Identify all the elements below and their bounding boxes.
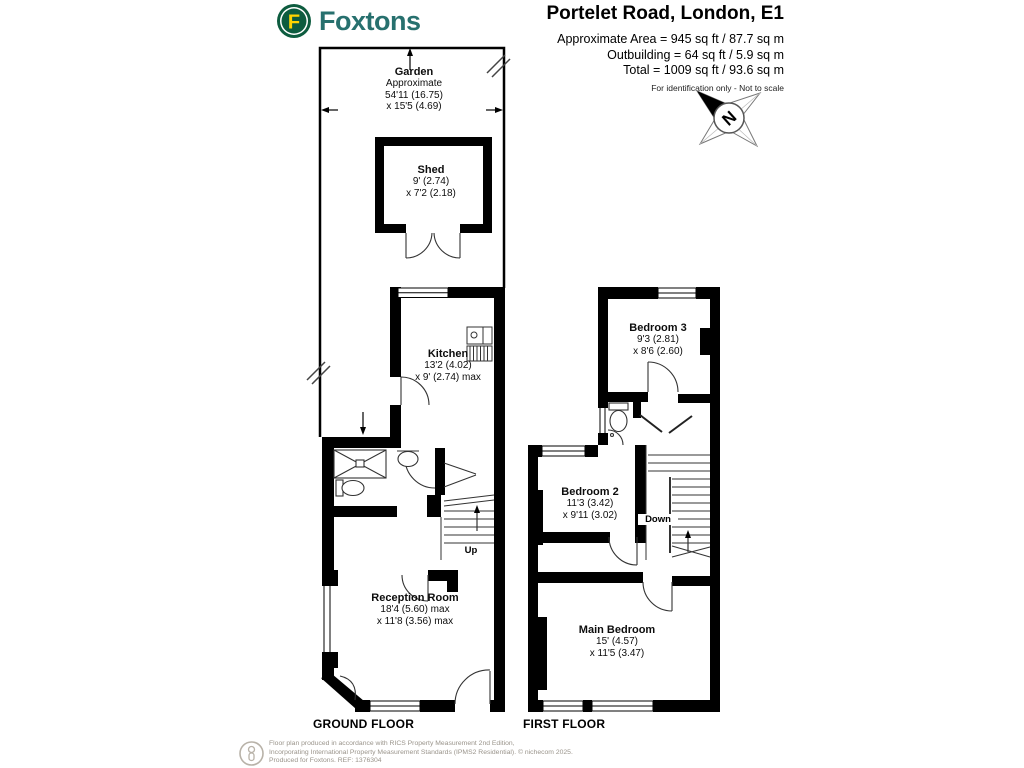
room-label-reception: Reception Room 18'4 (5.60) max x 11'8 (3…	[371, 592, 459, 627]
first-floor-label: FIRST FLOOR	[523, 717, 606, 731]
window-icon	[541, 287, 697, 712]
room-label-kitchen: Kitchen 13'2 (4.02) x 9' (2.74) max	[415, 348, 481, 383]
angled-door	[639, 414, 693, 434]
room-label-shed: Shed 9' (2.74) x 7'2 (2.18)	[406, 164, 456, 199]
shed-walls	[375, 137, 492, 233]
window-icon	[323, 586, 331, 652]
shower-icon	[333, 449, 387, 479]
footer-line2: Incorporating International Property Mea…	[269, 748, 573, 756]
brand-name: Foxtons	[319, 5, 421, 36]
toilet-icon	[608, 402, 629, 433]
window-icon	[397, 287, 449, 298]
stairs-down-label: Down	[638, 514, 678, 525]
room-label-bedroom3: Bedroom 3 9'3 (2.81) x 8'6 (2.60)	[629, 322, 687, 357]
stairs-up-label: Up	[458, 545, 484, 556]
footer-line3: Produced for Foxtons. REF: 1376304	[269, 757, 382, 765]
door-arc	[339, 457, 491, 705]
logo-letter: F	[288, 12, 300, 34]
footer-text: Floor plan produced in accordance with R…	[269, 740, 573, 766]
corner-sink-icon	[607, 429, 624, 446]
footer: Floor plan produced in accordance with R…	[238, 740, 573, 767]
foxtons-logo: F Foxtons	[276, 3, 421, 39]
toilet-icon	[335, 479, 365, 497]
window-icon	[369, 700, 421, 712]
area-approximate: Approximate Area = 945 sq ft / 87.7 sq m	[557, 32, 784, 46]
break-mark-icon	[306, 361, 331, 385]
ground-floor-label: GROUND FLOOR	[313, 717, 415, 731]
room-label-bedroom2: Bedroom 2 11'3 (3.42) x 9'11 (3.02)	[561, 486, 619, 521]
stairs-up-arrow-icon	[474, 505, 480, 513]
property-title: Portelet Road, London, E1	[546, 3, 784, 24]
break-mark-icon	[486, 54, 511, 78]
first-floor-plan	[528, 287, 720, 712]
area-total: Total = 1009 sq ft / 93.6 sq m	[623, 63, 784, 77]
stairs-up	[440, 462, 495, 560]
door-arc	[608, 361, 679, 612]
stove-icon	[466, 345, 493, 362]
ground-main-walls	[321, 437, 505, 712]
foxtons-logo-icon: F	[277, 4, 311, 38]
area-outbuilding: Outbuilding = 64 sq ft / 5.9 sq m	[607, 47, 784, 62]
compass-icon: N	[695, 89, 762, 148]
ground-floor-plan	[306, 46, 511, 712]
stairs-down-arrow-icon	[685, 530, 691, 538]
kitchen-walls	[390, 287, 505, 712]
room-label-main-bedroom: Main Bedroom 15' (4.57) x 11'5 (3.47)	[578, 624, 656, 659]
kitchen-sink-icon	[466, 326, 493, 345]
sink-icon	[397, 450, 419, 468]
nichecom-icon	[239, 741, 264, 766]
stairs-down	[645, 445, 711, 560]
first-floor-walls	[528, 287, 720, 712]
header-title-block: Portelet Road, London, E1 Approximate Ar…	[470, 3, 784, 93]
footer-line1: Floor plan produced in accordance with R…	[269, 740, 515, 747]
shed-door-arcs	[405, 232, 461, 259]
room-label-garden: Garden Approximate 54'11 (16.75) x 15'5 …	[385, 66, 443, 112]
dimension-arrow-icon	[321, 48, 503, 435]
disclaimer-text: For identification only - Not to scale	[651, 82, 784, 93]
door-arc	[400, 376, 430, 406]
garden-boundary	[318, 46, 506, 437]
